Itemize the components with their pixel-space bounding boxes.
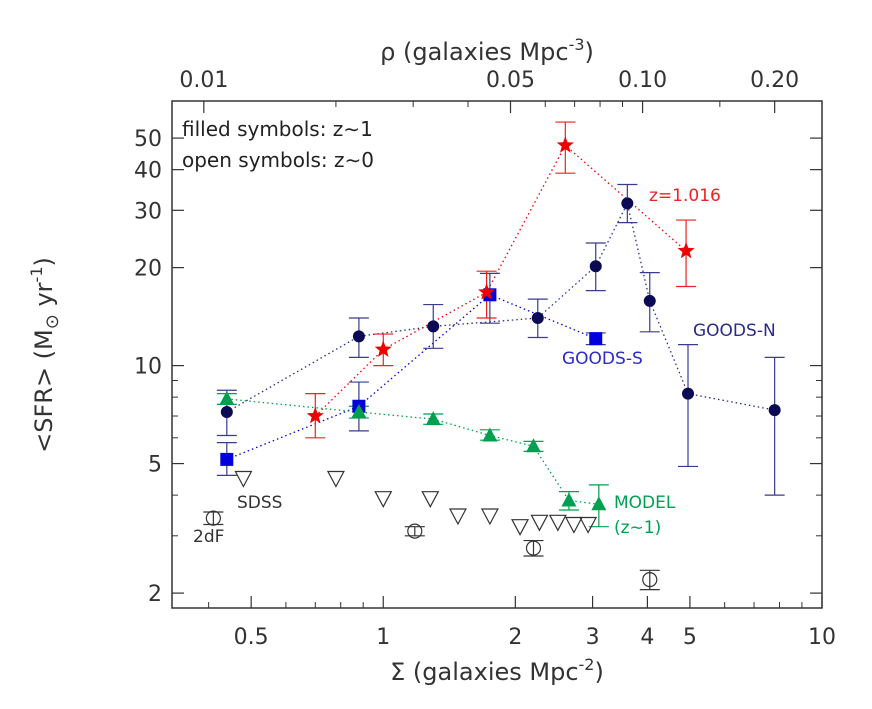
annotation-goods-n: GOODS-N xyxy=(693,321,776,341)
point-goods-n xyxy=(643,294,656,307)
point-z-1-016 xyxy=(306,407,324,424)
annotation-model: MODEL xyxy=(614,493,676,513)
point-sdss xyxy=(448,508,467,526)
x-tick-label: 5 xyxy=(683,625,697,650)
top-tick-label: 0.01 xyxy=(179,68,228,93)
y-tick-label: 2 xyxy=(148,582,162,607)
point-goods-n xyxy=(768,404,781,417)
point-z-1-016 xyxy=(556,136,574,153)
x-tick-label: 10 xyxy=(808,625,836,650)
legend-line-open: open symbols: z∼0 xyxy=(182,148,374,172)
y-axis-title-sup: -1 xyxy=(27,266,46,282)
y-tick-label: 40 xyxy=(134,159,162,184)
point-goods-s xyxy=(220,452,234,466)
point-sdss xyxy=(579,516,598,534)
point-model xyxy=(425,411,441,426)
annotation-goods-s: GOODS-S xyxy=(562,349,643,369)
point-goods-n xyxy=(352,330,365,343)
y-axis-title: <SFR> (M⊙ yr-1) xyxy=(27,257,63,453)
point-goods-n xyxy=(427,320,440,333)
annotation-z-1: (z∼1) xyxy=(614,518,661,538)
y-axis-title-main: <SFR> (M xyxy=(30,329,58,453)
x-tick-label: 4 xyxy=(640,625,654,650)
x-tick-label: 3 xyxy=(586,625,600,650)
point-z-1-016 xyxy=(374,340,392,357)
top-axis-title-sup: -3 xyxy=(569,35,585,54)
point-model xyxy=(561,492,577,507)
point-sdss xyxy=(234,470,253,488)
point-2df xyxy=(642,572,658,588)
top-tick-label: 0.20 xyxy=(750,68,799,93)
point-2df xyxy=(205,510,221,526)
point-z-1-016 xyxy=(478,283,496,300)
point-sdss xyxy=(421,491,440,508)
point-model xyxy=(219,390,235,405)
point-goods-n xyxy=(531,312,544,325)
legend-line-filled: filled symbols: z∼1 xyxy=(182,117,373,141)
top-axis-title: ρ (galaxies Mpc-3) xyxy=(380,35,594,66)
y-axis-title-sun: ⊙ xyxy=(42,314,63,329)
point-sdss xyxy=(480,508,499,526)
y-tick-label: 10 xyxy=(134,355,162,380)
point-model xyxy=(525,438,541,453)
point-2df xyxy=(525,540,542,556)
point-model xyxy=(591,496,607,511)
point-goods-n xyxy=(682,387,695,400)
point-sdss xyxy=(530,514,549,532)
x-axis-title-close: ) xyxy=(594,658,603,686)
y-tick-label: 20 xyxy=(134,257,162,282)
series-line-goods-n xyxy=(226,201,775,413)
point-goods-s xyxy=(589,332,603,346)
plot-frame xyxy=(171,100,823,609)
annotation-2df: 2dF xyxy=(193,527,224,547)
x-axis-title-sup: -2 xyxy=(579,655,595,674)
point-goods-n xyxy=(589,260,602,273)
point-model xyxy=(482,427,498,442)
top-axis-title-main: ρ (galaxies Mpc xyxy=(380,38,568,66)
point-goods-n xyxy=(220,406,233,419)
top-tick-label: 0.05 xyxy=(486,68,535,93)
y-tick-label: 30 xyxy=(134,199,162,224)
point-model xyxy=(351,404,367,419)
x-tick-label: 0.5 xyxy=(234,625,269,650)
top-tick-label: 0.10 xyxy=(618,68,667,93)
axes-ticks: 0.5 1 2 3 4 5 10 0.01 0.05 0.10 0.20 2 5 10 20 30 40 50 xyxy=(134,68,836,650)
series-line-z-1-016 xyxy=(314,144,687,417)
x-tick-label: 2 xyxy=(508,625,522,650)
point-goods-n xyxy=(621,197,634,210)
point-sdss xyxy=(564,516,583,534)
point-2df xyxy=(407,523,423,539)
x-tick-label: 1 xyxy=(376,625,390,650)
y-axis-title-close: ) xyxy=(30,257,58,266)
y-tick-label: 50 xyxy=(134,127,162,152)
top-axis-title-close: ) xyxy=(585,38,594,66)
x-axis-title-main: Σ (galaxies Mpc xyxy=(390,658,578,686)
annotation-sdss: SDSS xyxy=(237,493,282,513)
point-sdss xyxy=(511,519,530,536)
point-sdss xyxy=(374,491,393,508)
y-axis-title-unit: yr xyxy=(30,282,58,314)
point-z-1-016 xyxy=(677,241,695,259)
point-sdss xyxy=(326,470,345,488)
x-axis-title: Σ (galaxies Mpc-2) xyxy=(390,655,604,686)
point-sdss xyxy=(548,514,567,532)
annotation-z-1-016: z=1.016 xyxy=(649,186,721,206)
markers xyxy=(205,136,781,588)
y-tick-label: 5 xyxy=(148,453,162,478)
